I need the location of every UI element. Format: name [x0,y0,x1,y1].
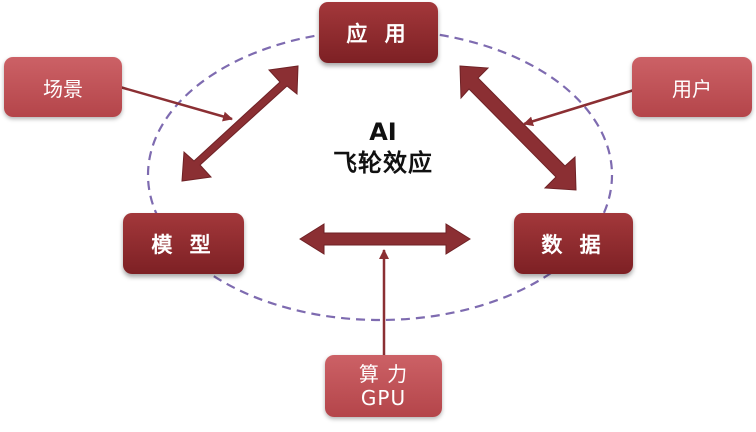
double-arrow-app-data [459,65,577,191]
center-title-line2: 飞轮效应 [333,149,433,177]
node-compute-gpu: 算 力 GPU [325,355,442,417]
node-compute-label: 算 力 [358,362,409,386]
node-gpu-label: GPU [360,386,407,410]
node-scene: 场景 [4,57,122,117]
node-model-label: 模 型 [151,232,216,257]
double-arrow-model-data [299,223,471,255]
node-model: 模 型 [123,213,244,274]
cycle-ellipse [146,28,614,322]
center-title-line1: AI [369,118,397,146]
node-application: 应 用 [319,2,438,63]
center-title: AI 飞轮效应 [298,117,468,179]
arrow-scene-to-link [119,85,233,122]
arrow-user-to-link [523,88,635,127]
node-user: 用户 [632,57,752,117]
node-application-label: 应 用 [346,21,411,46]
node-user-label: 用户 [672,76,712,101]
node-data-label: 数 据 [541,232,606,257]
double-arrow-app-model [181,65,299,182]
node-scene-label: 场景 [43,76,83,101]
node-data: 数 据 [514,213,633,274]
